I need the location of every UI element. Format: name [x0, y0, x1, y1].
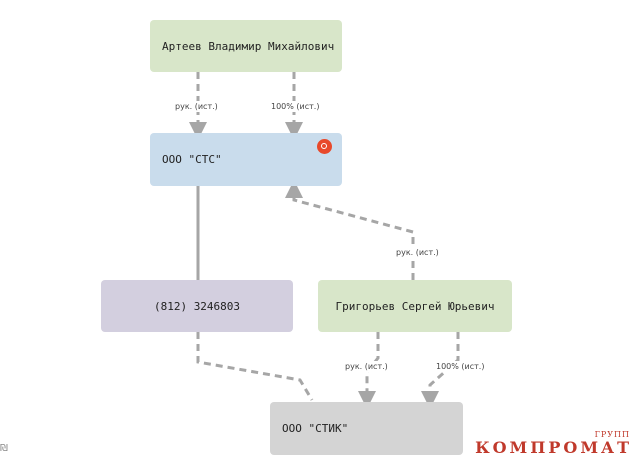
node-person-grigoryev-label: Григорьев Сергей Юрьевич [335, 299, 495, 313]
corner-mark: ₪ [0, 443, 8, 454]
node-company-stik-label: ООО "СТИК" [282, 422, 349, 435]
edge-label-person1-share: 100% (ист.) [269, 101, 322, 112]
edge-label-person2-company2-share: 100% (ист.) [434, 361, 487, 372]
node-person-grigoryev[interactable]: Григорьев Сергей Юрьевич [318, 280, 512, 332]
node-company-sts-label: ООО "СТС" [162, 153, 222, 166]
edge-label-person2-company1-role: рук. (ист.) [394, 247, 441, 258]
edge-label-person1-role: рук. (ист.) [173, 101, 220, 112]
node-company-sts[interactable]: ООО "СТС" [150, 133, 342, 186]
lifebuoy-icon [317, 139, 332, 154]
node-phone[interactable]: (812) 3246803 [101, 280, 293, 332]
edge-label-person2-company2-role: рук. (ист.) [343, 361, 390, 372]
edge-phone-company2 [196, 332, 314, 401]
edge-person2-company2-role [358, 332, 380, 409]
watermark-main: КОМПРОМАТ [475, 438, 632, 457]
node-company-stik[interactable]: ООО "СТИК" [270, 402, 463, 455]
node-person-arteev[interactable]: Артеев Владимир Михайлович [150, 20, 342, 72]
watermark-sub: ГРУПП [594, 430, 630, 439]
watermark-logo: ГРУПП КОМПРОМАТ [475, 430, 632, 457]
edge-person2-company1 [285, 180, 415, 280]
node-phone-label: (812) 3246803 [153, 299, 241, 313]
node-person-arteev-label: Артеев Владимир Михайлович [162, 39, 335, 53]
edge-person2-company2-share [421, 332, 460, 409]
